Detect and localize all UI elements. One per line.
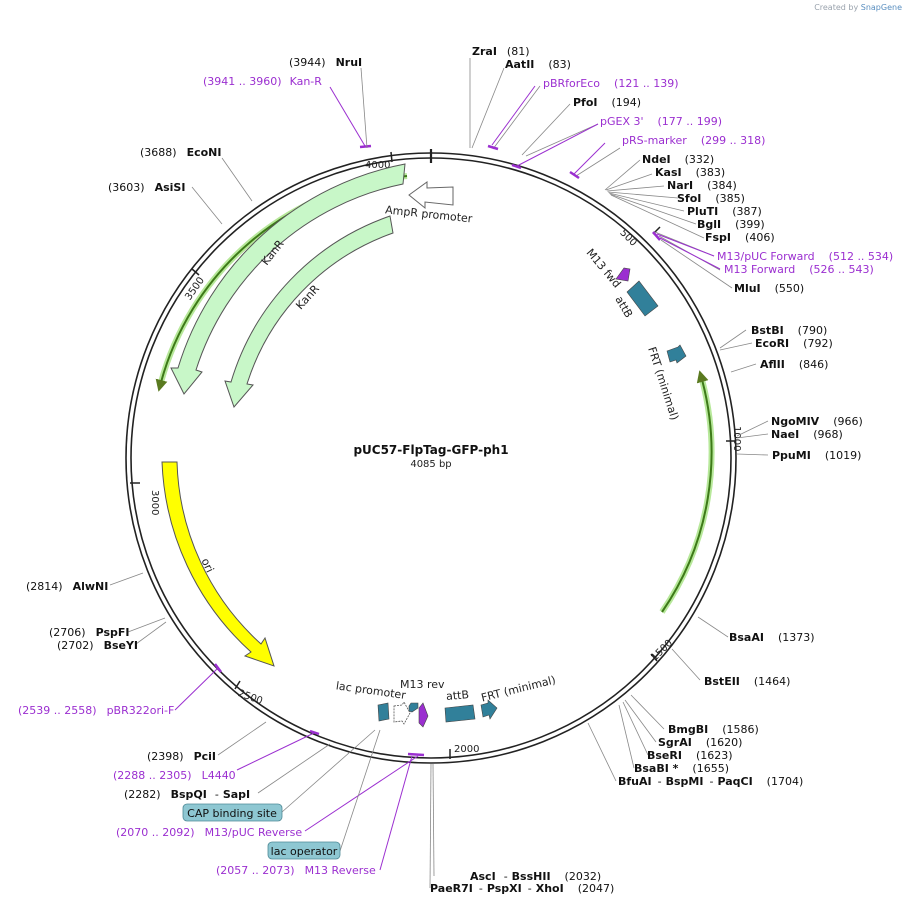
attb-top-feature[interactable]	[626, 280, 659, 317]
leader-lines-right	[429, 58, 769, 889]
frt-minimal-right-feature[interactable]	[666, 344, 687, 364]
primer-m13-puc-forward[interactable]: M13/pUC Forward(512 .. 534)	[717, 250, 893, 263]
site-sfoi[interactable]: SfoI(385)	[677, 192, 745, 205]
credit-brand: SnapGene	[860, 3, 902, 12]
site-econi[interactable]: (3688)EcoNI	[140, 146, 221, 159]
backbone-outer-strand	[125, 152, 737, 764]
credit-created-by: Created by	[814, 3, 859, 12]
m13-rev-label: M13 rev	[400, 678, 445, 691]
site-ppumi[interactable]: PpuMI(1019)	[772, 449, 861, 462]
site-pspfi[interactable]: (2706)PspFI	[49, 626, 129, 639]
site-aflii[interactable]: AflII(846)	[760, 358, 828, 371]
primer-pgex3[interactable]: pGEX 3'(177 .. 199)	[600, 115, 722, 128]
frt-minimal-bottom-feature[interactable]	[480, 699, 498, 720]
primer-prs-marker[interactable]: pRS-marker(299 .. 318)	[622, 134, 765, 147]
site-bstbi[interactable]: BstBI(790)	[751, 324, 827, 337]
site-nari[interactable]: NarI(384)	[667, 179, 737, 192]
tick-500: 500	[617, 226, 661, 249]
tick-label-4000: 4000	[365, 160, 390, 171]
ampr-promoter-feature[interactable]	[408, 181, 454, 210]
primer-pbr322ori-f[interactable]: (2539 .. 2558)pBR322ori-F	[18, 704, 174, 717]
highlight-right-arc	[661, 370, 713, 613]
lac-operator-text: lac operator	[271, 845, 338, 858]
primer-m13-puc-reverse[interactable]: (2070 .. 2092)M13/pUC Reverse	[116, 826, 302, 839]
site-pluti[interactable]: PluTI(387)	[687, 205, 762, 218]
site-naei[interactable]: NaeI(968)	[771, 428, 843, 441]
site-bseri[interactable]: BseRI(1623)	[647, 749, 733, 762]
site-ndei[interactable]: NdeI(332)	[642, 153, 714, 166]
primer-m13-reverse[interactable]: (2057 .. 2073)M13 Reverse	[216, 864, 376, 877]
site-mlui[interactable]: MluI(550)	[734, 282, 804, 295]
site-alwni[interactable]: (2814)AlwNI	[26, 580, 108, 593]
site-bfuai-group[interactable]: BfuAI-BspMI-PaqCI(1704)	[618, 775, 803, 788]
tick-label-1500: 1500	[649, 638, 675, 664]
site-asci-group[interactable]: AscI-BssHII(2032)	[470, 870, 601, 883]
primer-leaders	[174, 85, 721, 871]
snapgene-credit: Created by SnapGene	[814, 3, 902, 12]
tick-label-1000: 1000	[731, 426, 742, 451]
tick-4000: 4000	[365, 151, 393, 171]
tick-label-2000: 2000	[454, 744, 479, 755]
lac-promoter-label: lac promoter	[335, 679, 407, 702]
attb-bottom-label: attB	[446, 688, 470, 703]
m13-fwd-label: M13 fwd	[584, 246, 624, 290]
lac-operator-feature[interactable]	[408, 702, 419, 713]
lac-operator-box[interactable]: lac operator	[267, 841, 341, 860]
site-bsabi[interactable]: BsaBI *(1655)	[634, 762, 729, 775]
site-ngomiv[interactable]: NgoMIV(966)	[771, 415, 863, 428]
cap-binding-site-box[interactable]: CAP binding site	[182, 803, 283, 822]
backbone-inner-strand	[130, 157, 732, 759]
primer-ticks	[214, 144, 661, 757]
site-ecori[interactable]: EcoRI(792)	[755, 337, 833, 350]
tick-1000: 1000	[726, 426, 742, 451]
cap-binding-site-text: CAP binding site	[187, 807, 277, 820]
primer-m13-forward[interactable]: M13 Forward(526 .. 543)	[724, 263, 874, 276]
tick-3000: 3000	[130, 482, 160, 515]
tick-label-3000: 3000	[149, 490, 160, 515]
site-nrui[interactable]: (3944)NruI	[289, 56, 362, 69]
primer-l4440[interactable]: (2288 .. 2305)L4440	[113, 769, 236, 782]
m13-fwd-feature[interactable]	[615, 267, 631, 282]
attb-bottom-feature[interactable]	[444, 704, 476, 723]
primer-pbrforeco[interactable]: pBRforEco(121 .. 139)	[543, 77, 679, 90]
site-bgli[interactable]: BglI(399)	[697, 218, 765, 231]
site-pfoi[interactable]: PfoI(194)	[573, 96, 641, 109]
tick-2000: 2000	[449, 744, 479, 759]
ori-label: ori	[198, 556, 216, 574]
site-aatii[interactable]: AatII(83)	[505, 58, 571, 71]
kanr-outer-feature[interactable]	[170, 163, 406, 395]
plasmid-name: pUC57-FlpTag-GFP-ph1	[353, 443, 508, 457]
plasmid-length: 4085 bp	[410, 459, 451, 470]
site-asisi[interactable]: (3603)AsiSI	[108, 181, 185, 194]
kanr-inner-feature[interactable]	[224, 215, 394, 408]
site-bmgbi[interactable]: BmgBI(1586)	[668, 723, 759, 736]
m13-rev-feature[interactable]	[418, 702, 429, 728]
site-paer7i-group[interactable]: PaeR7I-PspXI-XhoI(2047)	[430, 882, 614, 895]
primer-kan-r[interactable]: (3941 .. 3960)Kan-R	[203, 75, 322, 88]
leader-lines-left	[109, 67, 381, 852]
tick-1500: 1500	[649, 638, 675, 664]
ampr-promoter-label: AmpR promoter	[385, 203, 474, 225]
tick-2500: 2500	[234, 680, 264, 707]
frt-minimal-bottom-label: FRT (minimal)	[480, 673, 557, 704]
site-fspi[interactable]: FspI(406)	[705, 231, 775, 244]
site-bsaai[interactable]: BsaAI(1373)	[729, 631, 815, 644]
site-kasi[interactable]: KasI(383)	[655, 166, 725, 179]
site-zrai[interactable]: ZraI(81)	[472, 45, 530, 58]
site-bspqi-group[interactable]: (2282)BspQI-SapI	[124, 788, 250, 801]
lac-promoter-feature[interactable]	[393, 701, 411, 725]
cap-binding-site-feature[interactable]	[377, 702, 390, 722]
site-bseyi[interactable]: (2702)BseYI	[57, 639, 138, 652]
ori-feature[interactable]	[161, 461, 275, 667]
site-bsteii[interactable]: BstEII(1464)	[704, 675, 790, 688]
site-pcii[interactable]: (2398)PciI	[147, 750, 216, 763]
site-sgrai[interactable]: SgrAI(1620)	[658, 736, 742, 749]
